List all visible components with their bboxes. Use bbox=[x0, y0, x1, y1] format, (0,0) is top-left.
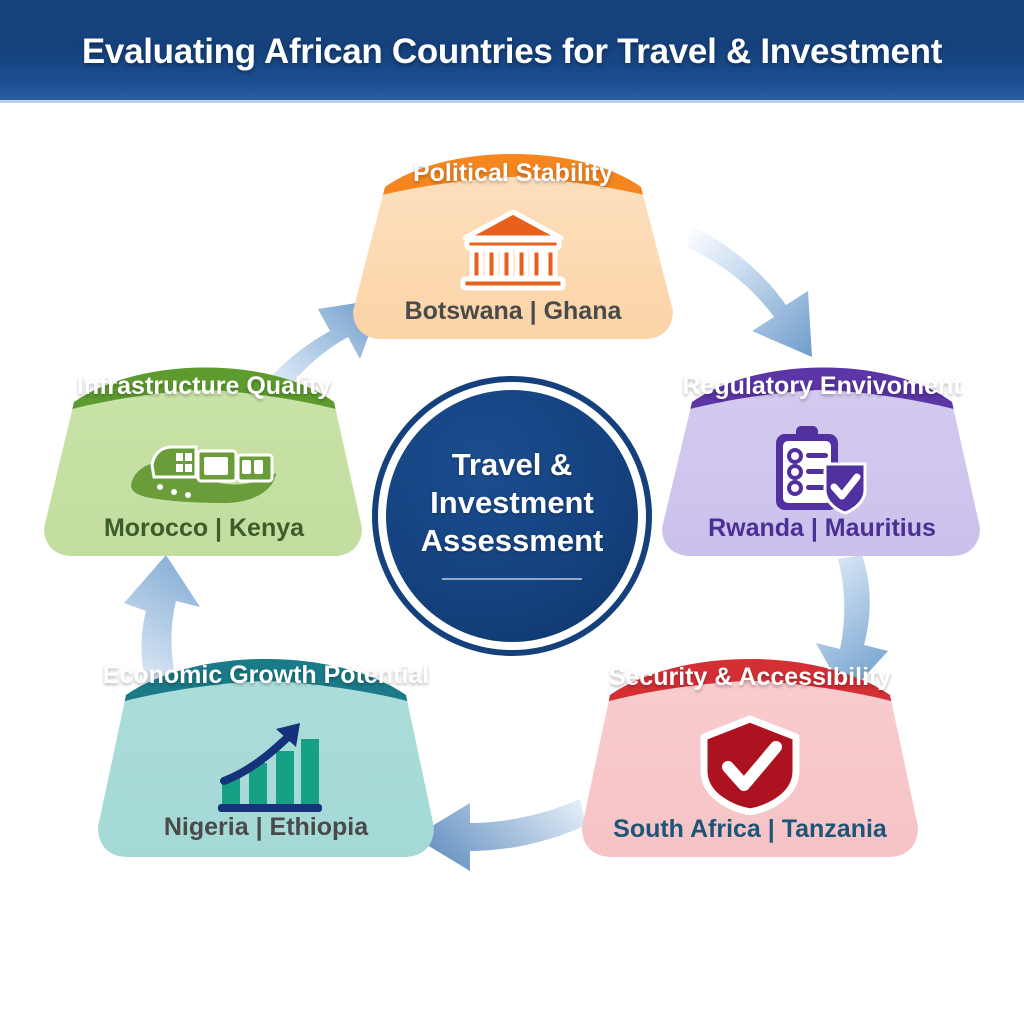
arrow-political-to-regulatory bbox=[688, 225, 812, 357]
hub-outer-ring bbox=[372, 376, 652, 656]
arrow-economic-to-infrastructure bbox=[124, 555, 200, 683]
segment-countries-economic: Nigeria | Ethiopia bbox=[163, 813, 369, 841]
clipboard-checklist-shield-icon bbox=[646, 424, 998, 516]
segment-economic-growth-potential[interactable]: Economic Growth Potential Nigeria | Ethi… bbox=[78, 627, 454, 863]
segment-title-infrastructure: Infrastructure Quality bbox=[76, 372, 332, 400]
segment-countries-regulatory: Rwanda | Mauritius bbox=[708, 514, 936, 542]
segment-title-political: Political Stability bbox=[412, 159, 614, 187]
segment-title-security: Security & Accessibility bbox=[608, 663, 892, 691]
government-building-icon bbox=[337, 207, 689, 293]
center-hub[interactable]: Travel & Investment Assessment bbox=[372, 376, 652, 656]
segment-security-accessibility[interactable]: Security & Accessibility South Africa | … bbox=[562, 627, 938, 863]
cycle-diagram: Political Stability Bot bbox=[0, 103, 1024, 1024]
hub-label: Travel & Investment Assessment bbox=[420, 447, 604, 558]
train-infrastructure-icon bbox=[28, 422, 380, 514]
segment-countries-political: Botswana | Ghana bbox=[404, 297, 622, 325]
arrow-regulatory-to-security bbox=[816, 555, 888, 697]
segment-shape-infrastructure bbox=[44, 367, 362, 556]
hub-divider bbox=[442, 577, 582, 580]
segment-title-economic: Economic Growth Potential bbox=[102, 661, 430, 689]
segment-countries-security: South Africa | Tanzania bbox=[613, 815, 887, 843]
shield-check-icon bbox=[562, 715, 938, 815]
segment-title-regulatory: Regulatory Envivoment bbox=[682, 372, 962, 400]
segment-countries-infrastructure: Morocco | Kenya bbox=[103, 514, 305, 542]
segment-political-stability[interactable]: Political Stability Bot bbox=[337, 125, 689, 345]
growth-bar-chart-icon bbox=[78, 713, 454, 817]
segment-infrastructure-quality[interactable]: Infrastructure Quality bbox=[28, 336, 380, 562]
page-title: Evaluating African Countries for Travel … bbox=[81, 31, 943, 71]
title-banner: Evaluating African Countries for Travel … bbox=[0, 0, 1024, 103]
arrow-security-to-economic bbox=[414, 799, 586, 871]
hub-disc: Travel & Investment Assessment bbox=[386, 390, 638, 642]
segment-regulatory-environment[interactable]: Regulatory Envivoment Rwanda | Mauritius bbox=[646, 336, 998, 562]
